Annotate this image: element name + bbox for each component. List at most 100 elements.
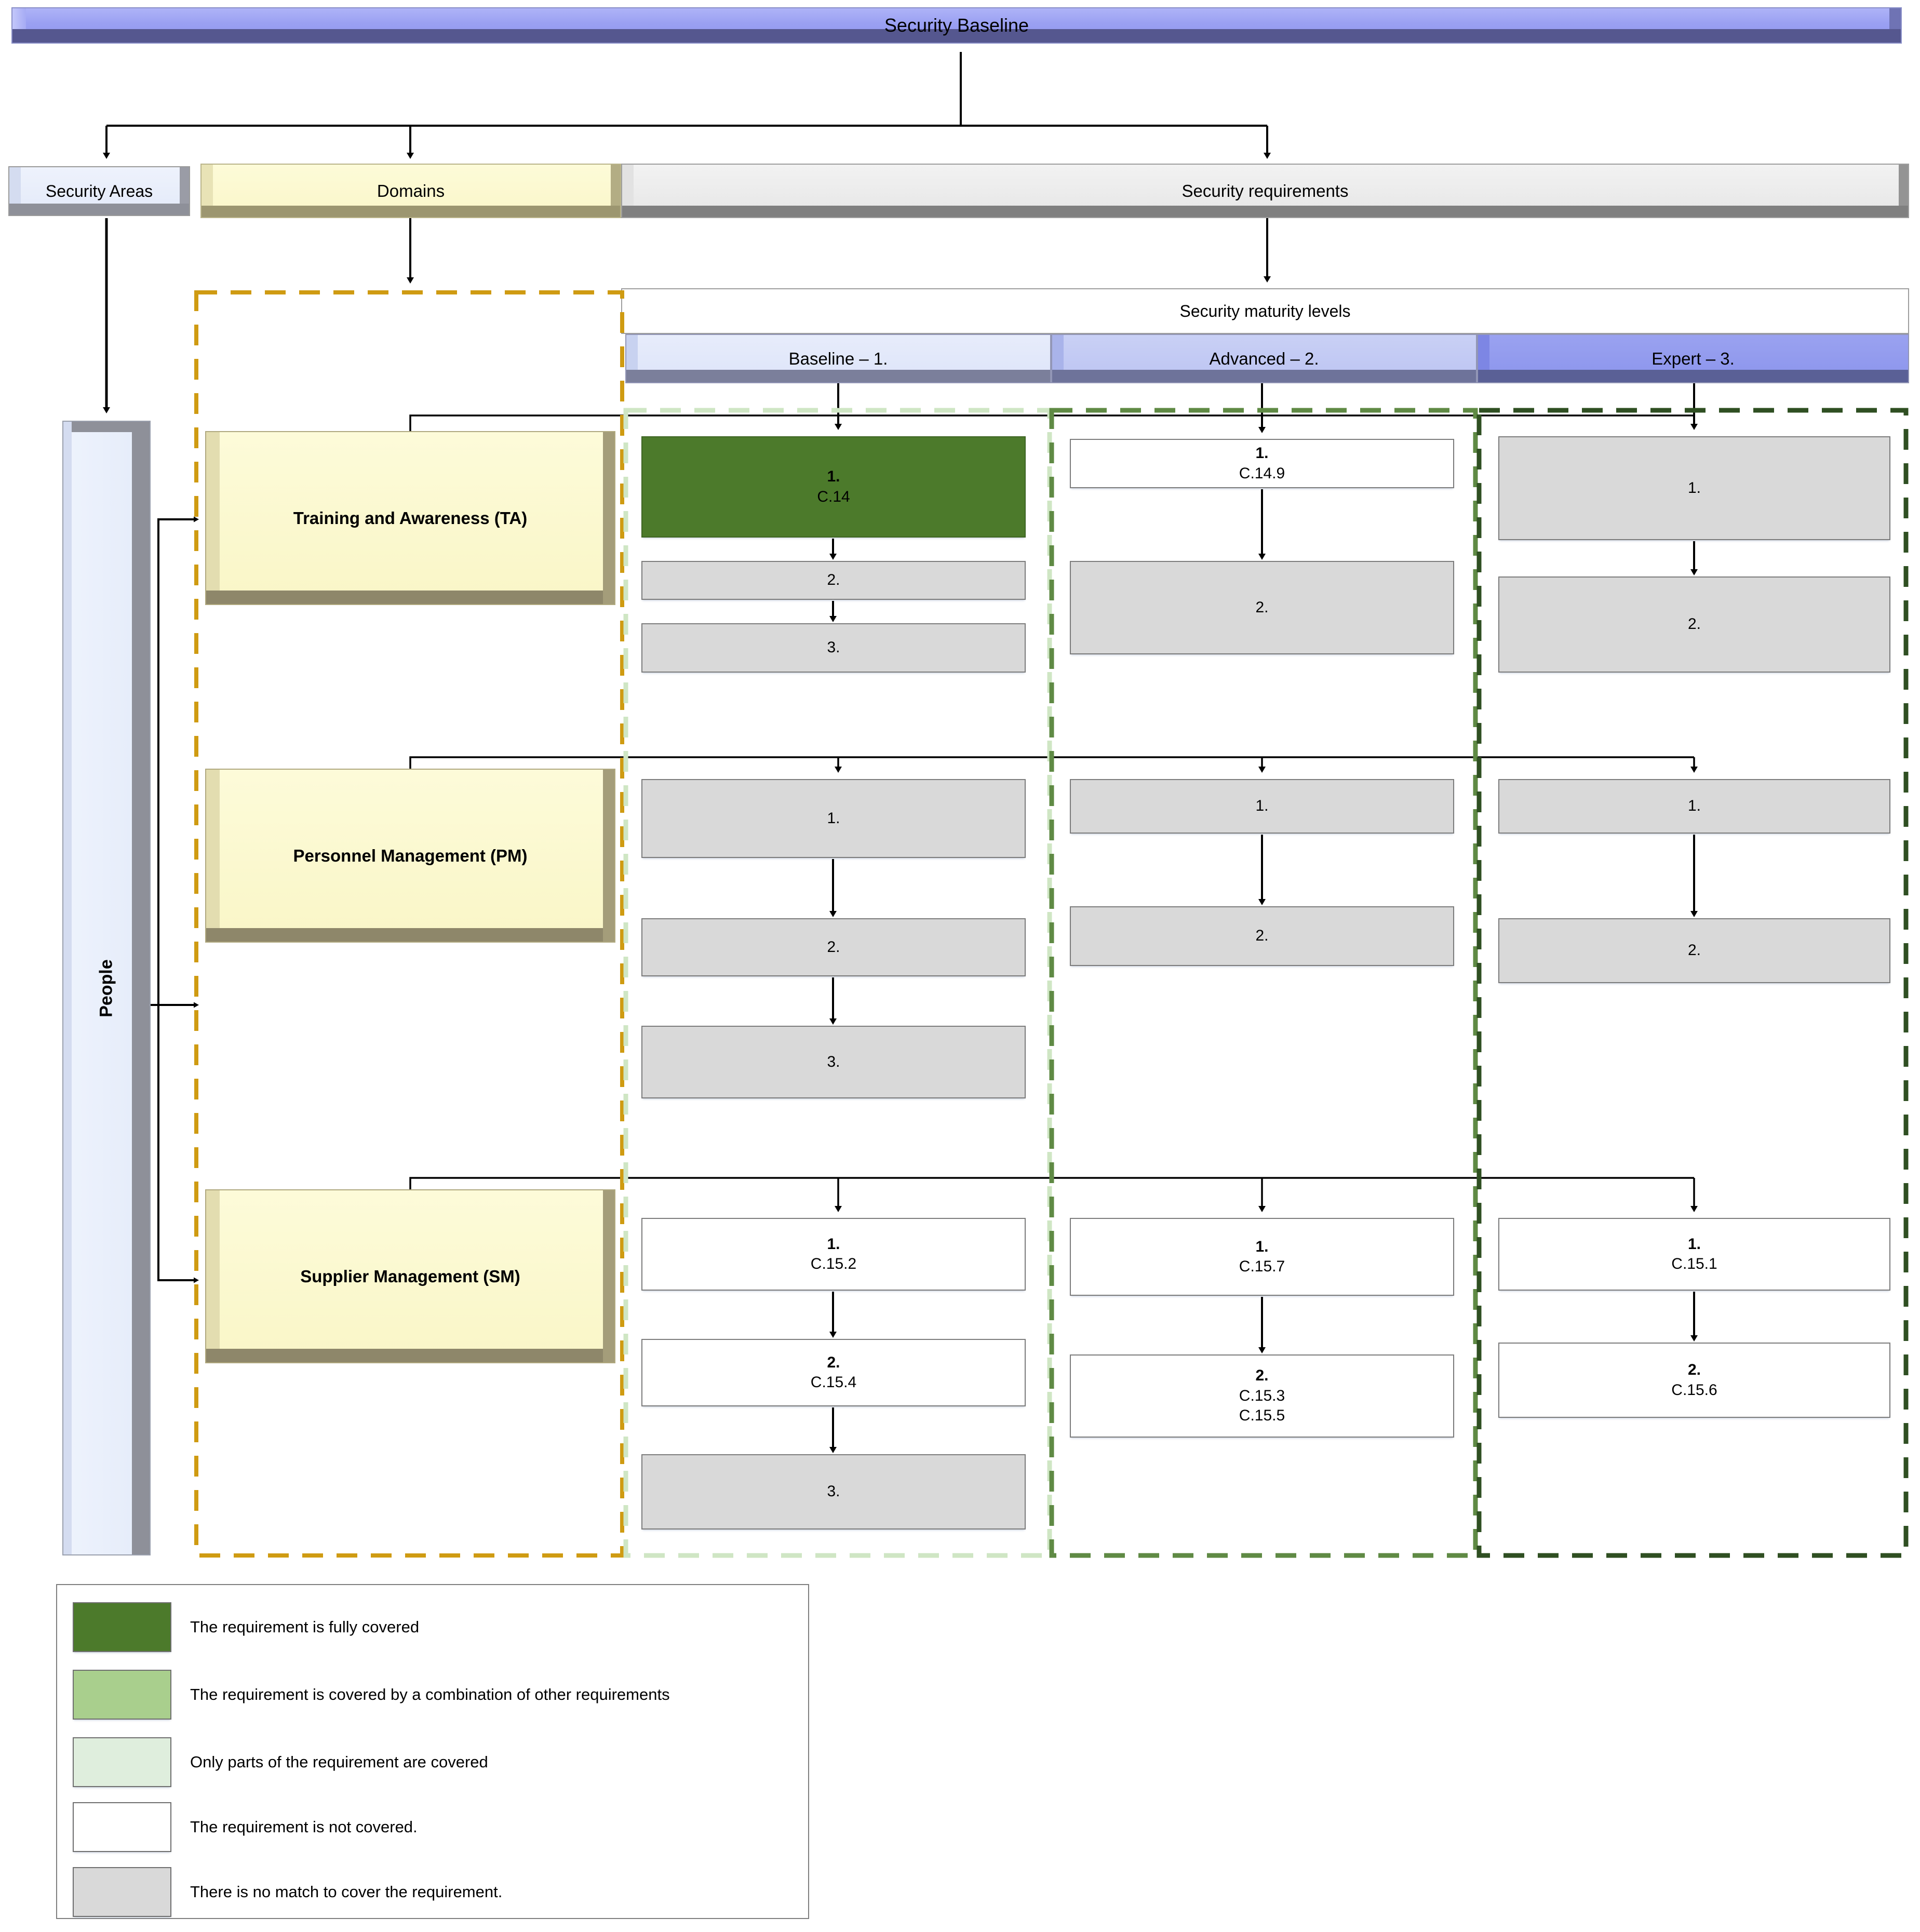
legend-label-no-match: There is no match to cover the requireme… — [190, 1883, 503, 1901]
req-cell-ta-expert-2[interactable]: 2. — [1498, 576, 1890, 673]
sa-bottom-bevel — [9, 204, 189, 215]
req-cell-pm-advanced-2[interactable]: 2. — [1070, 906, 1454, 966]
req-refs-line2: C.15.5 — [1239, 1407, 1285, 1425]
banner-bottom-bevel — [12, 29, 1901, 43]
req-number: 3. — [827, 1483, 840, 1500]
advanced-bottom-bevel — [1052, 370, 1476, 382]
legend-label-partial: Only parts of the requirement are covere… — [190, 1753, 488, 1771]
legend-label-fully-covered: The requirement is fully covered — [190, 1618, 420, 1636]
people-left-bevel — [63, 422, 72, 1554]
legend-item-not-covered: The requirement is not covered. — [73, 1802, 418, 1852]
req-refs: C.15.4 — [810, 1374, 857, 1391]
page-title: Security Baseline — [884, 15, 1029, 36]
domain-label-ta: Training and Awareness (TA) — [293, 508, 528, 528]
req-refs: C.14 — [817, 488, 850, 505]
req-cell-pm-baseline-3[interactable]: 3. — [641, 1026, 1026, 1098]
legend-label-combination: The requirement is covered by a combinat… — [190, 1685, 670, 1703]
legend-item-no-match: There is no match to cover the requireme… — [73, 1867, 502, 1917]
req-number: 2. — [1687, 1361, 1701, 1379]
domains-bottom-bevel — [202, 206, 620, 217]
req-number: 3. — [827, 639, 840, 656]
domains-left-bevel — [202, 165, 213, 217]
req-cell-sm-baseline-3[interactable]: 3. — [641, 1454, 1026, 1530]
req-cell-sm-baseline-1[interactable]: 1. C.15.2 — [641, 1218, 1026, 1291]
req-cell-pm-baseline-2[interactable]: 2. — [641, 918, 1026, 976]
req-number: 2. — [1255, 598, 1269, 616]
req-refs: C.15.7 — [1239, 1258, 1285, 1275]
baseline-bottom-bevel — [626, 370, 1050, 382]
req-number: 2. — [827, 1353, 840, 1371]
domains-label: Domains — [377, 181, 445, 200]
legend-item-combination: The requirement is covered by a combinat… — [73, 1670, 670, 1720]
req-cell-sm-baseline-2[interactable]: 2. C.15.4 — [641, 1339, 1026, 1406]
sr-left-bevel — [622, 165, 634, 217]
req-number: 2. — [827, 571, 840, 589]
req-cell-ta-baseline-2[interactable]: 2. — [641, 561, 1026, 600]
req-number: 1. — [1687, 479, 1701, 497]
req-refs-line1: C.15.3 — [1239, 1387, 1285, 1404]
security-areas-label: Security Areas — [45, 181, 153, 200]
expert-bottom-bevel — [1478, 370, 1908, 382]
req-refs: C.14.9 — [1239, 464, 1285, 482]
sa-right-bevel — [180, 167, 189, 215]
req-cell-ta-advanced-1[interactable]: 1. C.14.9 — [1070, 439, 1454, 488]
security-area-people: People — [62, 421, 151, 1555]
req-number: 2. — [1255, 927, 1269, 945]
sa-left-bevel — [9, 167, 21, 215]
req-cell-sm-expert-1[interactable]: 1. C.15.1 — [1498, 1218, 1890, 1291]
req-number: 1. — [827, 468, 840, 486]
req-cell-ta-advanced-2[interactable]: 2. — [1070, 561, 1454, 654]
req-refs: C.15.6 — [1671, 1381, 1717, 1399]
req-number: 1. — [1687, 797, 1701, 815]
domain-box-training-and-awareness[interactable]: Training and Awareness (TA) — [205, 431, 615, 605]
req-refs: C.15.1 — [1671, 1255, 1717, 1272]
req-cell-pm-baseline-1[interactable]: 1. — [641, 779, 1026, 858]
req-cell-ta-expert-1[interactable]: 1. — [1498, 436, 1890, 540]
domains-right-bevel — [611, 165, 620, 217]
security-maturity-levels-label: Security maturity levels — [1179, 301, 1351, 320]
legend-panel — [56, 1584, 809, 1919]
req-number: 1. — [1255, 1238, 1269, 1255]
req-cell-pm-expert-1[interactable]: 1. — [1498, 779, 1890, 834]
req-cell-sm-advanced-2[interactable]: 2. C.15.3 C.15.5 — [1070, 1354, 1454, 1438]
req-cell-ta-baseline-1[interactable]: 1. C.14 — [641, 436, 1026, 538]
legend-item-partial: Only parts of the requirement are covere… — [73, 1737, 488, 1787]
req-number: 1. — [1255, 445, 1269, 462]
domain-box-personnel-management[interactable]: Personnel Management (PM) — [205, 769, 615, 943]
maturity-header-expert: Expert – 3. — [1477, 334, 1909, 383]
req-number: 1. — [1687, 1235, 1701, 1253]
req-cell-pm-expert-2[interactable]: 2. — [1498, 918, 1890, 983]
legend-label-not-covered: The requirement is not covered. — [190, 1818, 418, 1836]
req-number: 1. — [1255, 797, 1269, 815]
people-label: People — [96, 959, 116, 1017]
domain-label-sm: Supplier Management (SM) — [300, 1266, 520, 1286]
maturity-label-expert: Expert – 3. — [1652, 348, 1735, 368]
legend-swatch-fully-covered — [73, 1602, 171, 1652]
req-number: 2. — [1255, 1367, 1269, 1385]
legend-item-fully-covered: The requirement is fully covered — [73, 1602, 419, 1652]
req-number: 1. — [827, 1235, 840, 1253]
req-number: 2. — [827, 938, 840, 956]
security-baseline-banner: Security Baseline — [11, 7, 1902, 44]
domains-bar: Domains — [200, 164, 621, 218]
people-top-bevel — [63, 422, 150, 432]
legend-swatch-not-covered — [73, 1802, 171, 1852]
people-right-bevel — [132, 422, 150, 1554]
req-cell-pm-advanced-1[interactable]: 1. — [1070, 779, 1454, 834]
req-cell-sm-advanced-1[interactable]: 1. C.15.7 — [1070, 1218, 1454, 1296]
sr-bottom-bevel — [622, 206, 1908, 217]
legend-swatch-no-match — [73, 1867, 171, 1917]
maturity-label-advanced: Advanced – 2. — [1209, 348, 1319, 368]
req-number: 1. — [827, 809, 840, 827]
req-number: 2. — [1687, 942, 1701, 959]
security-maturity-levels-band: Security maturity levels — [621, 288, 1909, 334]
security-requirements-bar: Security requirements — [621, 164, 1909, 218]
maturity-header-advanced: Advanced – 2. — [1051, 334, 1477, 383]
req-cell-ta-baseline-3[interactable]: 3. — [641, 623, 1026, 673]
req-cell-sm-expert-2[interactable]: 2. C.15.6 — [1498, 1343, 1890, 1418]
legend-swatch-combination — [73, 1670, 171, 1720]
req-number: 3. — [827, 1053, 840, 1070]
domain-box-supplier-management[interactable]: Supplier Management (SM) — [205, 1189, 615, 1363]
sr-right-bevel — [1899, 165, 1908, 217]
